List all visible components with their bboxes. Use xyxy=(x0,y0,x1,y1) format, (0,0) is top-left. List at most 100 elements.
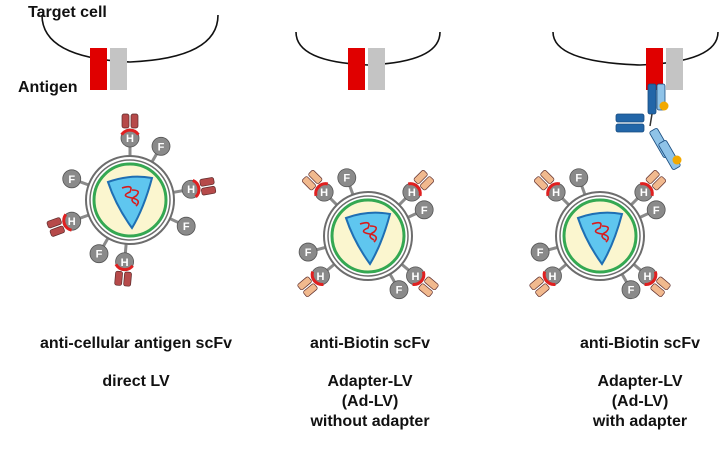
glycoprotein-letter: H xyxy=(317,271,325,283)
scfv-chain xyxy=(650,283,665,297)
rna-strand xyxy=(131,189,140,205)
biotin-dot xyxy=(659,101,669,111)
capsid-core xyxy=(344,211,392,266)
scfv-chain xyxy=(656,276,671,291)
panel-3-title: anti-Biotin scFv xyxy=(579,335,700,352)
adapter-hinge xyxy=(649,113,653,127)
linker-arc xyxy=(412,271,426,286)
glycoprotein-letter: H xyxy=(640,187,648,199)
scfv-chain xyxy=(535,283,550,297)
scfv-chain xyxy=(297,276,312,291)
receptor-block xyxy=(666,48,683,90)
envelope-inner-ring xyxy=(327,195,409,277)
linker-arc xyxy=(407,182,422,197)
target-cell-label: Target cell xyxy=(28,4,107,21)
glycoprotein-f xyxy=(337,168,357,188)
envelope-inner-ring xyxy=(559,195,641,277)
glycoprotein-letter: H xyxy=(320,187,328,199)
rna-strand xyxy=(369,225,378,241)
glycoprotein-letter: H xyxy=(408,187,416,199)
cell-membrane-3 xyxy=(552,31,719,66)
panel-2-subtitle-line: without adapter xyxy=(310,413,430,430)
scfv-chain xyxy=(645,170,660,184)
scfv-domain xyxy=(114,270,132,287)
scfv-chain xyxy=(424,276,439,291)
scfv-domain xyxy=(418,276,439,297)
scfv-domain xyxy=(199,177,217,196)
glycoprotein-f xyxy=(414,200,434,220)
linker-arc xyxy=(542,271,556,286)
panel-1-title: anti-cellular antigen scFv xyxy=(39,335,233,352)
glycoprotein-letter: H xyxy=(412,271,420,283)
capsid-core xyxy=(576,211,624,266)
glycoprotein-f xyxy=(389,280,409,300)
scfv-chain xyxy=(46,217,62,229)
glycoprotein-letter: F xyxy=(653,205,660,217)
panel-3-subtitle-line: Adapter-LV xyxy=(597,373,683,390)
scfv-domain xyxy=(302,170,323,191)
glycoprotein-letter: F xyxy=(421,205,428,217)
glycoprotein-letter: F xyxy=(158,141,165,153)
glycoprotein-letter: H xyxy=(126,133,134,145)
scfv-chain xyxy=(413,170,428,184)
scfv-domain xyxy=(413,170,434,191)
scfv-chain xyxy=(540,170,555,184)
rna-strand xyxy=(591,221,610,243)
scfv-domain xyxy=(645,170,666,191)
glycoprotein-letter: H xyxy=(644,271,652,283)
rna-strand xyxy=(121,185,140,207)
scfv-chain xyxy=(529,276,544,291)
scfv-chain xyxy=(121,113,130,129)
scfv-chain xyxy=(652,176,666,191)
panel-3-subtitle: Adapter-LV (Ad-LV) with adapter xyxy=(560,372,720,432)
envelope-inner-ring xyxy=(89,159,171,241)
adapter-heavy-chain xyxy=(647,83,657,115)
antigen-receptor-2 xyxy=(348,48,385,90)
linker-arc xyxy=(192,179,201,199)
glycoprotein-letter: H xyxy=(121,257,129,269)
antigen-label: Antigen xyxy=(18,79,78,96)
antigen-block xyxy=(348,48,365,90)
receptor-block xyxy=(368,48,385,90)
rna-strand xyxy=(601,225,610,241)
glycoprotein-letter: H xyxy=(552,187,560,199)
scfv-domain xyxy=(529,276,550,297)
scfv-chain xyxy=(123,271,132,287)
scfv-chain xyxy=(420,176,434,191)
adapter-arm xyxy=(615,113,645,123)
linker-arc xyxy=(546,182,561,197)
glycoprotein-f xyxy=(89,244,109,264)
glycoprotein-letter: F xyxy=(183,221,190,233)
panel-2-subtitle-line: Adapter-LV xyxy=(327,373,413,390)
linker-arc xyxy=(114,263,134,272)
rna-strand xyxy=(359,221,378,243)
scfv-chain xyxy=(418,283,433,297)
glycoprotein-f xyxy=(530,242,550,262)
scfv-chain xyxy=(199,177,215,187)
scfv-chain xyxy=(114,270,123,286)
antigen-block xyxy=(90,48,107,90)
adapter-arm xyxy=(615,123,645,133)
scfv-chain xyxy=(201,186,217,196)
adapter-arm xyxy=(658,140,681,170)
antigen-block xyxy=(646,48,663,90)
cell-membrane-1 xyxy=(41,14,219,63)
panel-3-subtitle-line: (Ad-LV) xyxy=(611,393,669,410)
panel-2-title: anti-Biotin scFv xyxy=(309,335,430,352)
glycoprotein-f xyxy=(621,280,641,300)
linker-arc xyxy=(314,182,329,197)
scfv-domain xyxy=(297,276,318,297)
scfv-domain xyxy=(121,113,139,129)
glycoprotein-letter: F xyxy=(343,173,350,185)
glycoprotein-letter: H xyxy=(549,271,557,283)
scfv-chain xyxy=(49,225,65,237)
scfv-chain xyxy=(130,113,139,129)
linker-arc xyxy=(62,213,73,232)
capsid-core xyxy=(106,175,154,230)
glycoprotein-f xyxy=(176,216,196,236)
glycoprotein-letter: F xyxy=(396,285,403,297)
panel-3-subtitle-line: with adapter xyxy=(592,413,688,430)
